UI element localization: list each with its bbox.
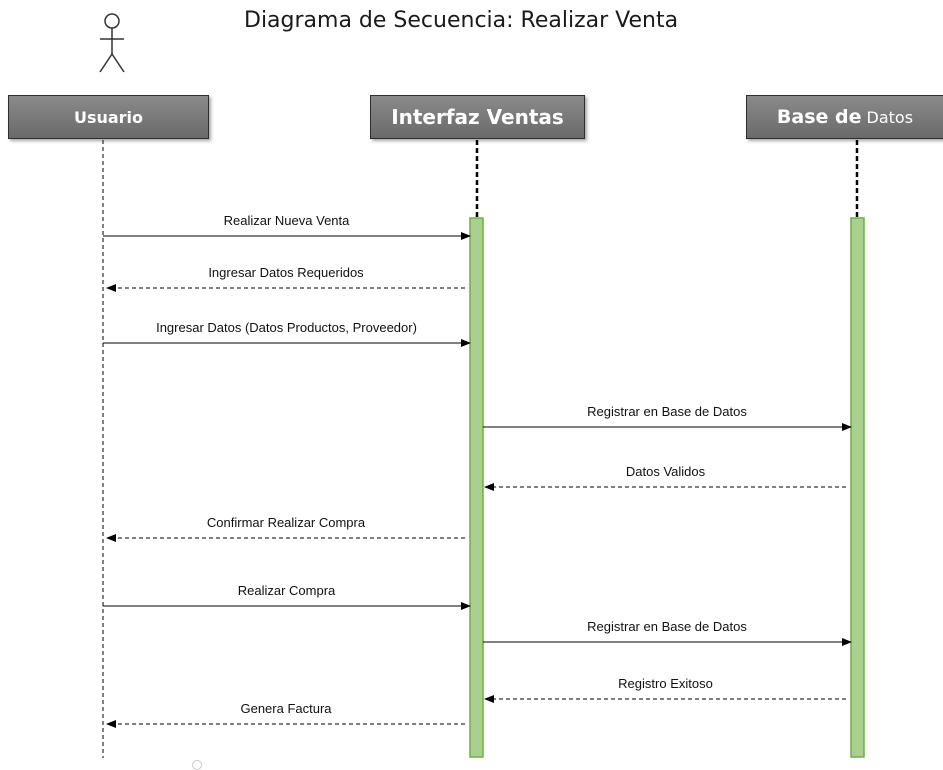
messages-layer xyxy=(103,232,852,728)
lifeline-header-usuario: Usuario xyxy=(8,95,209,139)
message-label-6: Confirmar Realizar Compra xyxy=(206,515,366,530)
lifeline-label: Base de xyxy=(776,106,862,128)
stick-figure-icon xyxy=(99,13,125,73)
diagram-title: Diagrama de Secuencia: Realizar Venta xyxy=(244,8,679,33)
message-label-4: Registrar en Base de Datos xyxy=(587,404,747,419)
lifeline-header-interfaz-ventas: Interfaz Ventas xyxy=(370,95,585,139)
activations-layer xyxy=(469,217,865,758)
message-label-2: Ingresar Datos Requeridos xyxy=(208,265,364,280)
message-label-1: Realizar Nueva Venta xyxy=(223,213,350,228)
activation-bar-base-de-datos xyxy=(850,217,865,758)
lifeline-label-small: Datos xyxy=(866,107,914,127)
message-label-10: Genera Factura xyxy=(240,701,332,716)
lifeline-header-base-de-datos: Base de Datos xyxy=(746,95,943,139)
activation-bar-interfaz-ventas xyxy=(469,217,484,758)
message-label-5: Datos Validos xyxy=(625,464,706,479)
lifeline-label: Interfaz Ventas xyxy=(391,105,564,129)
message-label-3: Ingresar Datos (Datos Productos, Proveed… xyxy=(156,320,417,335)
lifeline-label: Usuario xyxy=(73,107,144,127)
message-label-7: Realizar Compra xyxy=(237,583,336,598)
message-label-9: Registro Exitoso xyxy=(618,676,713,691)
message-label-8: Registrar en Base de Datos xyxy=(587,619,747,634)
lifelines-layer xyxy=(102,140,859,758)
